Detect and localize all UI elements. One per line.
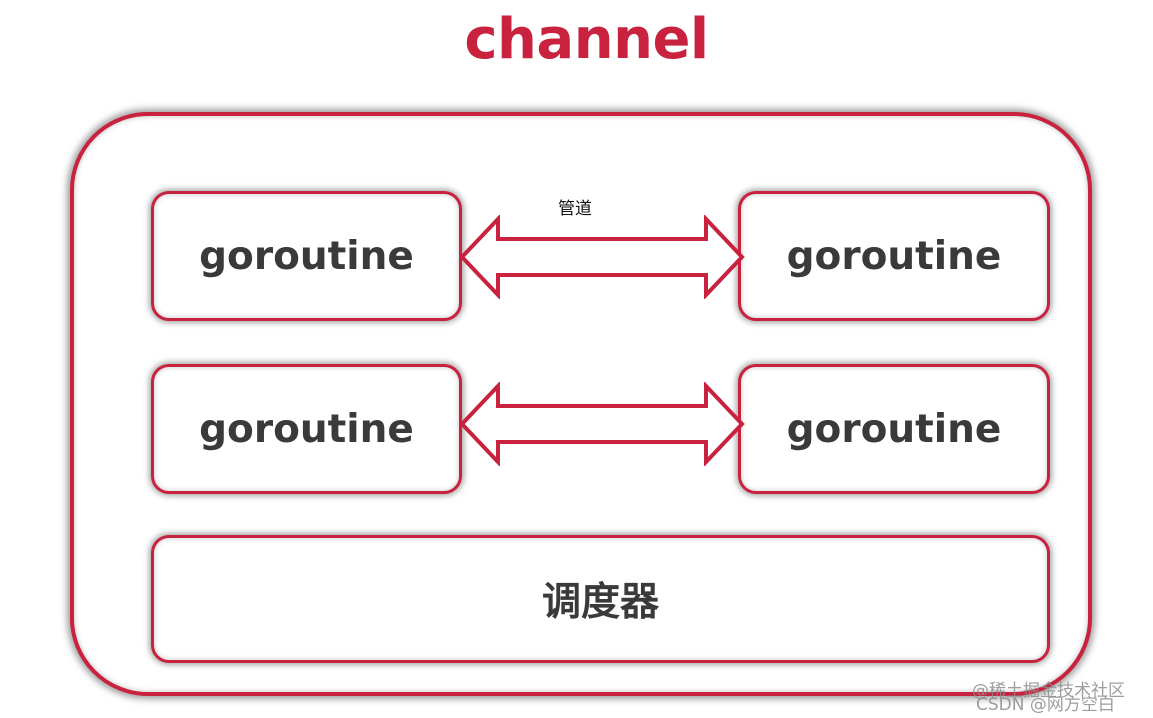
goroutine-box-bottom-left: goroutine <box>151 364 462 494</box>
diagram-title: channel <box>464 7 709 72</box>
pipe-label: 管道 <box>558 199 592 219</box>
pipe-arrow-bottom <box>459 382 745 466</box>
double-arrow-icon <box>459 215 745 299</box>
scheduler-box: 调度器 <box>151 535 1050 663</box>
watermark-csdn: CSDN @网方空白 <box>976 695 1115 715</box>
goroutine-label: goroutine <box>786 406 1002 452</box>
goroutine-label: goroutine <box>786 233 1002 279</box>
goroutine-box-top-left: goroutine <box>151 191 462 321</box>
scheduler-label: 调度器 <box>541 580 659 625</box>
watermark-juejin: @稀土掘金技术社区 <box>972 681 1125 701</box>
goroutine-label: goroutine <box>199 233 414 279</box>
goroutine-label: goroutine <box>199 406 414 452</box>
pipe-arrow-top <box>459 215 745 299</box>
goroutine-box-bottom-right: goroutine <box>738 364 1050 494</box>
goroutine-box-top-right: goroutine <box>738 191 1050 321</box>
double-arrow-icon <box>459 382 745 466</box>
